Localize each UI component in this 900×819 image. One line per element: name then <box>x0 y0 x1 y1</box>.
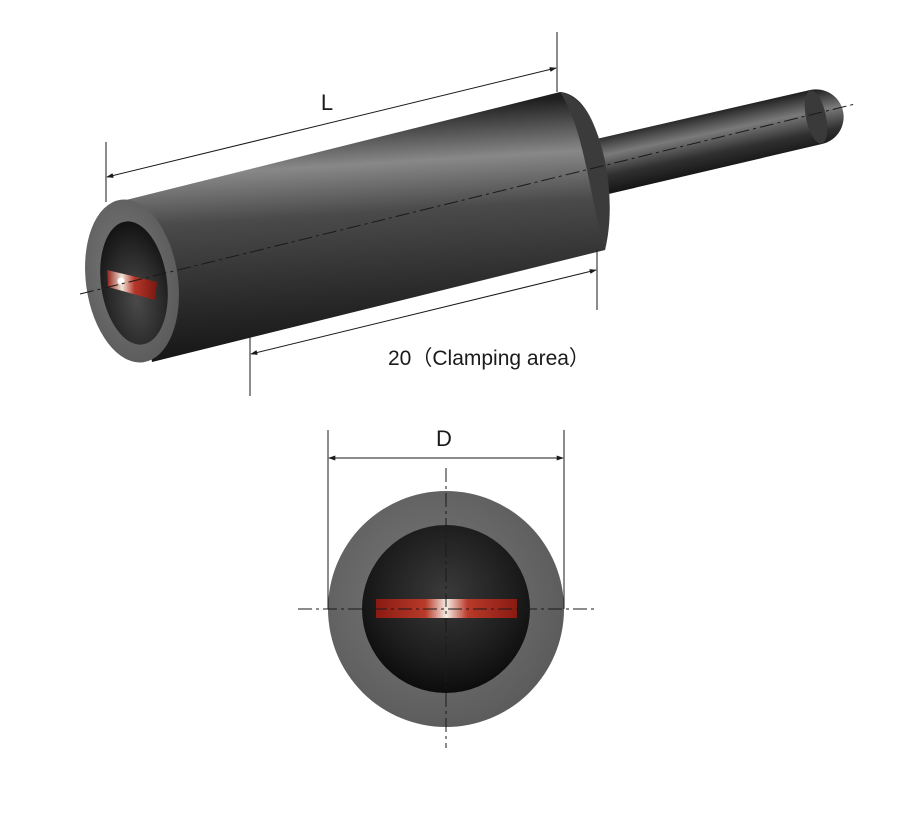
dimension-diameter: D <box>327 426 565 609</box>
center-axis <box>79 103 856 295</box>
diameter-label: D <box>436 426 452 451</box>
clamping-dimension-line <box>250 269 597 355</box>
tube-back-cap <box>560 92 610 250</box>
dimension-length: L <box>105 32 558 202</box>
length-label: L <box>321 90 333 115</box>
heating-element-section <box>376 599 517 618</box>
element-glow-spot <box>117 277 125 285</box>
lead-rod-end <box>804 90 828 144</box>
heater-end-view <box>298 468 598 748</box>
heating-element-front <box>107 270 157 300</box>
heater-3d-view <box>79 89 856 363</box>
lead-rod <box>592 89 844 196</box>
clamping-area-label: 20（Clamping area） <box>388 347 590 370</box>
tube-body <box>126 92 608 362</box>
length-dimension-line <box>106 67 557 178</box>
dimension-clamping-area: 20（Clamping area） <box>249 250 598 396</box>
